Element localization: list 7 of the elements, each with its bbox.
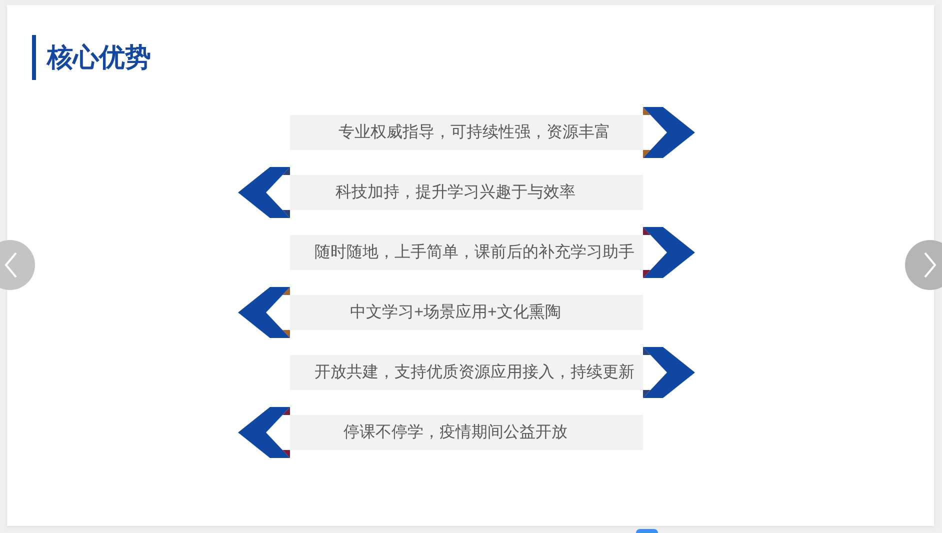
slide-title: 核心优势 (47, 41, 151, 74)
text-banner: 停课不停学，疫情期间公益开放 (290, 415, 643, 450)
text-banner: 中文学习+场景应用+文化熏陶 (290, 295, 643, 330)
text-banner: 随时随地，上手简单，课前后的补充学习助手 (290, 235, 643, 270)
text-banner: 专业权威指导，可持续性强，资源丰富 (290, 115, 643, 150)
text-banner: 科技加持，提升学习兴趣于与效率 (290, 175, 643, 210)
text-banner: 开放共建，支持优质资源应用接入，持续更新 (290, 355, 643, 390)
